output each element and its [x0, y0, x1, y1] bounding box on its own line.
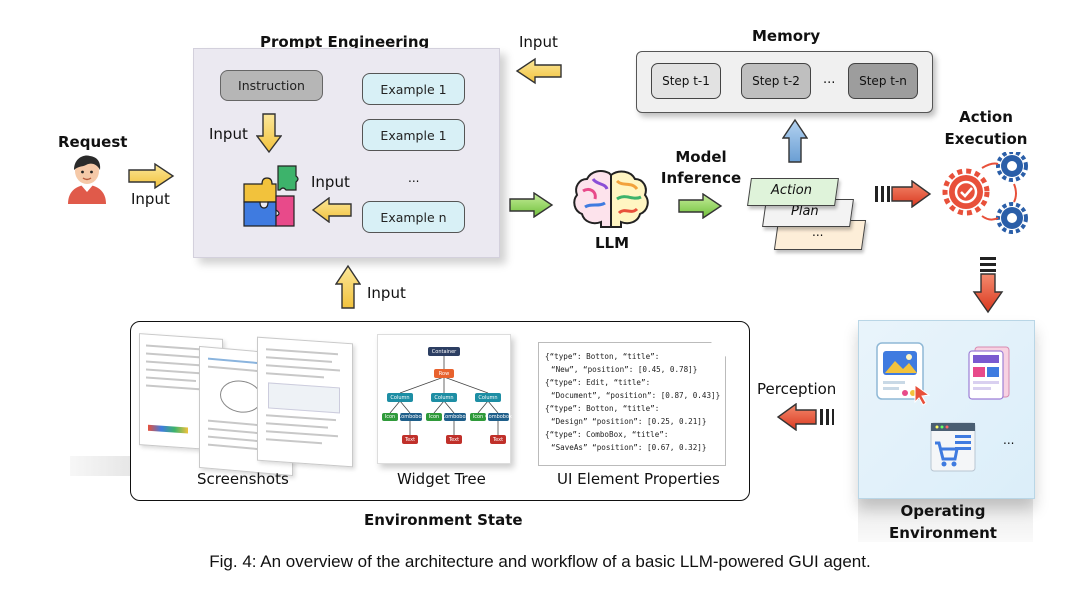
tree-node-combobox-3: Combobox — [485, 413, 512, 421]
prompt-engineering-title: Prompt Engineering — [260, 33, 430, 51]
examples-input-label: Input — [311, 173, 350, 191]
memory-title: Memory — [752, 27, 821, 45]
ui-prop-line-3: {“type”: Edit, “title”: — [545, 378, 651, 387]
tree-node-icon-2: Icon — [426, 413, 442, 421]
output-to-memory-arrow-icon — [782, 118, 808, 163]
ui-prop-line-4: “Document”, “position”: [0.87, 0.43]} — [551, 391, 721, 400]
memory-panel: Step t-1 Step t-2 ... Step t-n — [636, 51, 933, 113]
state-input-label: Input — [367, 284, 406, 302]
operating-environment-label-1: Operating — [900, 502, 986, 520]
example-box-n: Example n — [362, 201, 465, 233]
operating-environment-ellipsis: ... — [1003, 433, 1015, 447]
screenshot-thumb-3 — [257, 336, 353, 468]
state-to-prompt-arrow-icon — [335, 264, 361, 309]
operating-environment-panel: ... — [858, 320, 1035, 499]
instruction-input-label: Input — [209, 125, 248, 143]
tree-node-text-3: Text — [490, 435, 506, 444]
memory-step-n: Step t-n — [848, 63, 918, 99]
puzzle-icon — [243, 165, 299, 227]
ui-prop-line-8: “SaveAs” “position”: [0.67, 0.32]} — [551, 443, 707, 452]
ui-prop-line-5: {“type”: Botton, “title”: — [545, 404, 660, 413]
llm-to-output-arrow-icon — [678, 193, 723, 219]
widget-tree-card: Container Row Column Column Column Icon … — [377, 334, 512, 464]
perception-label: Perception — [757, 380, 837, 398]
output-plan-label: Plan — [791, 204, 819, 219]
instruction-down-arrow-icon — [256, 113, 282, 154]
person-icon — [68, 155, 106, 204]
brain-icon — [573, 170, 649, 228]
ui-prop-line-1: {“type”: Botton, “title”: — [545, 352, 660, 361]
instruction-box: Instruction — [220, 70, 323, 101]
examples-left-arrow-icon — [311, 197, 352, 223]
ui-properties-label: UI Element Properties — [557, 470, 720, 488]
tree-node-column-2: Column — [431, 393, 457, 402]
tree-node-text-1: Text — [402, 435, 418, 444]
operating-environment-label-2: Environment — [889, 524, 997, 542]
memory-ellipsis: ... — [823, 72, 836, 87]
gears-icon — [942, 152, 1028, 234]
memory-step-1: Step t-1 — [651, 63, 721, 99]
operating-environment-shadow — [858, 498, 1033, 542]
environment-to-state-arrow-icon — [776, 403, 834, 431]
tree-node-icon-3: Icon — [470, 413, 486, 421]
environment-state-title: Environment State — [364, 511, 523, 529]
figure-caption: Fig. 4: An overview of the architecture … — [209, 552, 871, 571]
ui-properties-card: {“type”: Botton, “title”: “New”, “positi… — [538, 342, 726, 466]
tree-node-column-3: Column — [475, 393, 501, 402]
tree-node-combobox-1: Combobox — [397, 413, 425, 421]
model-inference-label-1: Model — [675, 148, 727, 166]
request-arrow-icon — [128, 162, 175, 190]
ui-prop-line-2: “New”, “position”: [0.45, 0.78]} — [551, 365, 698, 374]
tree-node-combobox-2: Combobox — [441, 413, 469, 421]
web-page-icon — [968, 346, 1010, 400]
memory-to-prompt-arrow-icon — [515, 57, 562, 85]
output-action-label: Action — [771, 183, 812, 198]
llm-label: LLM — [595, 234, 630, 252]
ui-prop-line-7: {“type”: ComboBox, “title”: — [545, 430, 669, 439]
request-input-label: Input — [131, 190, 170, 208]
widget-tree-label: Widget Tree — [397, 470, 486, 488]
output-to-execution-arrow-icon — [875, 180, 932, 208]
example-box-1: Example 1 — [362, 73, 465, 105]
environment-state-reflection — [70, 456, 140, 476]
model-inference-label-2: Inference — [660, 169, 742, 187]
tree-node-icon-1: Icon — [382, 413, 398, 421]
ui-prop-line-6: “Design” “position”: [0.25, 0.21]} — [551, 417, 707, 426]
memory-step-2: Step t-2 — [741, 63, 811, 99]
tree-node-text-2: Text — [446, 435, 462, 444]
tree-node-row: Row — [434, 369, 454, 378]
tree-node-root: Container — [428, 347, 460, 356]
example-box-2: Example 1 — [362, 119, 465, 151]
tree-node-column-1: Column — [387, 393, 413, 402]
memory-input-label: Input — [519, 33, 558, 51]
prompt-to-llm-arrow-icon — [509, 192, 554, 218]
prompt-engineering-panel: Instruction Example 1 Example 1 ... Exam… — [193, 48, 500, 258]
screenshots-label: Screenshots — [197, 470, 289, 488]
environment-state-panel: Screenshots Container Row Column Column … — [130, 321, 750, 501]
example-ellipsis: ... — [408, 171, 420, 185]
action-execution-label-1: Action — [959, 108, 1013, 126]
request-label: Request — [58, 133, 128, 151]
execution-to-environment-arrow-icon — [972, 257, 1004, 314]
image-editor-icon — [876, 342, 931, 406]
action-execution-label-2: Execution — [944, 130, 1028, 148]
output-ellipsis-label: ... — [812, 225, 824, 239]
shopping-cart-icon — [930, 422, 976, 472]
